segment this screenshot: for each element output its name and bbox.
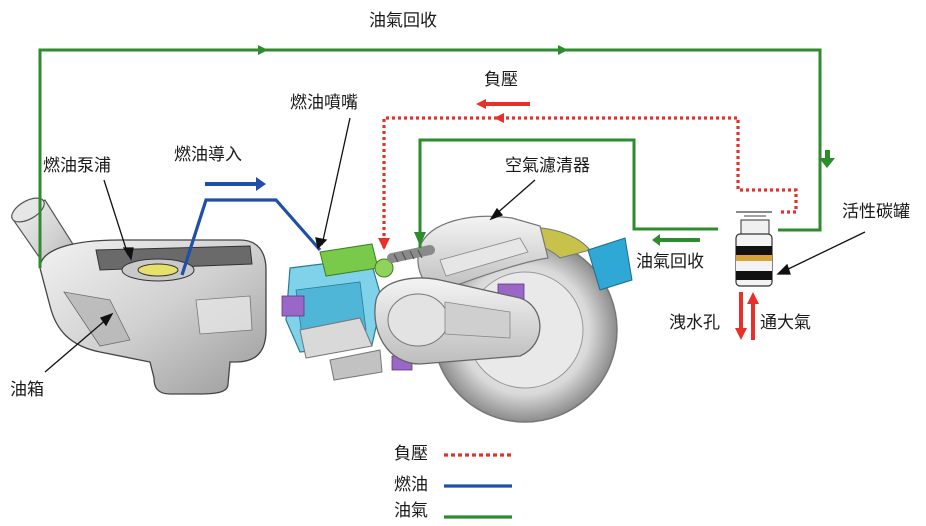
negative-pressure-arrow-down bbox=[378, 238, 390, 250]
legend-label-fuel: 燃油 bbox=[394, 475, 428, 495]
legend-swatches bbox=[444, 453, 512, 519]
vapor-arrow-2 bbox=[558, 45, 568, 55]
vapor-arrow-engine bbox=[414, 232, 426, 246]
drain-hole-arrow bbox=[735, 292, 747, 340]
negative-pressure-lines bbox=[382, 116, 798, 248]
fuel-arrows bbox=[205, 177, 266, 191]
vent-arrows bbox=[735, 292, 759, 340]
leader-fuel-pump bbox=[103, 179, 129, 256]
negative-pressure-line bbox=[382, 116, 798, 248]
vapor-recovery-engine-line bbox=[418, 138, 718, 248]
negative-pressure-top-label: 負壓 bbox=[484, 70, 518, 90]
vapor-arrow-3 bbox=[819, 150, 835, 168]
carbon-canister-graphic bbox=[735, 211, 773, 287]
atmosphere-vent-label: 通大氣 bbox=[760, 313, 811, 333]
legend-label-vapor: 油氣 bbox=[394, 501, 428, 521]
fuel-tank-graphic bbox=[11, 197, 267, 395]
fuel-lines bbox=[180, 198, 322, 276]
leader-fuel-injector bbox=[321, 117, 351, 246]
vapor-recovery-top-line bbox=[38, 48, 822, 268]
vapor-lines bbox=[38, 48, 822, 268]
leader-air-cleaner bbox=[494, 179, 536, 216]
atmosphere-vent-arrow bbox=[747, 292, 759, 340]
scooter-engine-graphic bbox=[281, 215, 633, 423]
legend-label-negative-pressure: 負壓 bbox=[394, 444, 428, 464]
vapor-arrows bbox=[258, 45, 835, 246]
fuel-injector-label: 燃油噴嘴 bbox=[290, 93, 358, 113]
fuel-pump-label: 燃油泵浦 bbox=[43, 156, 111, 176]
vapor-arrow-1 bbox=[258, 45, 268, 55]
activated-carbon-canister-label: 活性碳罐 bbox=[842, 202, 910, 222]
fuel-inlet-arrow bbox=[205, 177, 266, 191]
leader-fuel-tank bbox=[44, 317, 109, 373]
vapor-arrow-side bbox=[652, 234, 700, 246]
vapor-recovery-side-label: 油氣回收 bbox=[636, 252, 704, 272]
leader-lines bbox=[44, 117, 866, 373]
fuel-inlet-label: 燃油導入 bbox=[174, 145, 242, 165]
negative-pressure-arrow-line bbox=[494, 113, 504, 123]
negative-pressure-arrow-top bbox=[476, 99, 530, 109]
air-cleaner-label: 空氣濾清器 bbox=[505, 156, 590, 176]
fuel-feed-line bbox=[180, 198, 322, 276]
fuel-tank-label: 油箱 bbox=[10, 380, 44, 400]
negative-pressure-arrows bbox=[378, 99, 530, 250]
drain-hole-label: 洩水孔 bbox=[669, 313, 720, 333]
leader-canister bbox=[781, 231, 866, 273]
vapor-recovery-top-label: 油氣回收 bbox=[369, 11, 437, 31]
